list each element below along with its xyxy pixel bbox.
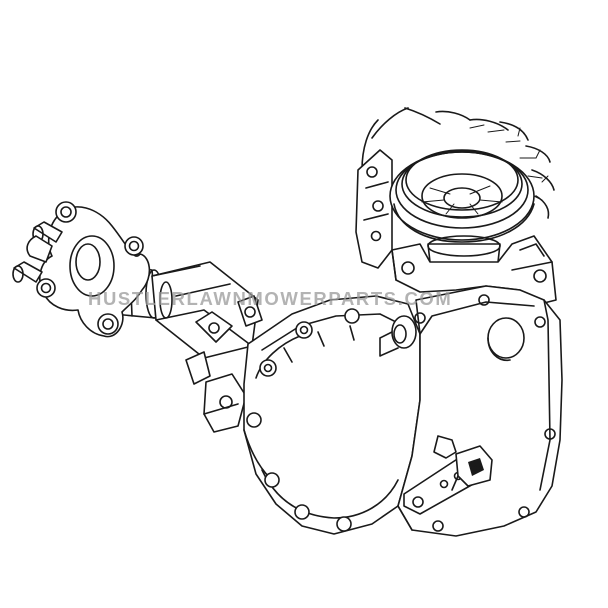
drive-pulley bbox=[389, 149, 535, 243]
gear-case bbox=[243, 295, 421, 535]
control-arm bbox=[403, 435, 493, 515]
upper-housing bbox=[391, 235, 557, 305]
cover-cap bbox=[487, 317, 525, 362]
cooling-fan bbox=[360, 107, 555, 219]
mounting-lugs bbox=[185, 295, 263, 433]
wheel-hub-flange bbox=[36, 201, 151, 338]
fan-bracket bbox=[355, 149, 393, 269]
wheel-studs bbox=[12, 221, 63, 283]
center-boss bbox=[379, 315, 417, 357]
